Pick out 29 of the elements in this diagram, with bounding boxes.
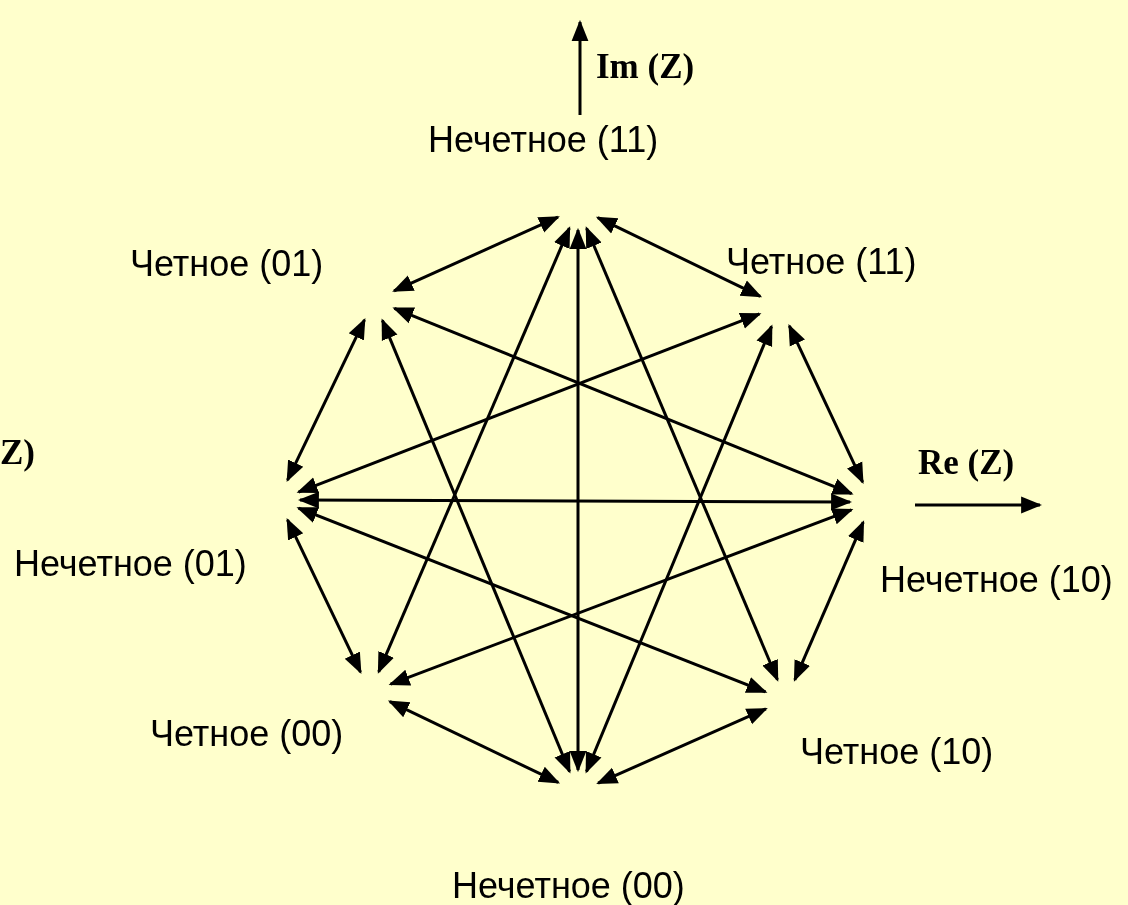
double-arrow [392,306,854,496]
double-arrow [296,506,768,694]
double-arrow [585,324,773,774]
point-label: Четное (01) [130,244,324,284]
axis-label: Z) [0,434,35,473]
double-arrow [286,517,362,675]
point-label: Нечетное (00) [452,866,685,905]
double-arrow [381,318,571,774]
double-arrow [569,227,587,773]
double-arrow [387,700,561,784]
double-arrow [392,215,560,293]
double-arrow [388,508,854,686]
point-label: Четное (00) [150,714,344,754]
point-label: Четное (10) [800,732,994,772]
double-arrow [793,520,865,682]
double-arrow [595,216,763,298]
double-arrow [296,312,762,494]
point-label: Нечетное (10) [880,560,1113,600]
point-label: Нечетное (01) [14,544,247,584]
point-label: Четное (11) [726,242,917,282]
axis-label: Im (Z) [596,48,695,87]
double-arrow [286,317,366,483]
double-arrow [596,707,768,785]
double-arrow [585,226,779,682]
double-arrow [788,324,864,484]
point-label: Нечетное (11) [428,120,659,160]
double-arrow [377,226,571,674]
double-arrow [297,491,853,511]
axis-label: Re (Z) [918,444,1015,483]
